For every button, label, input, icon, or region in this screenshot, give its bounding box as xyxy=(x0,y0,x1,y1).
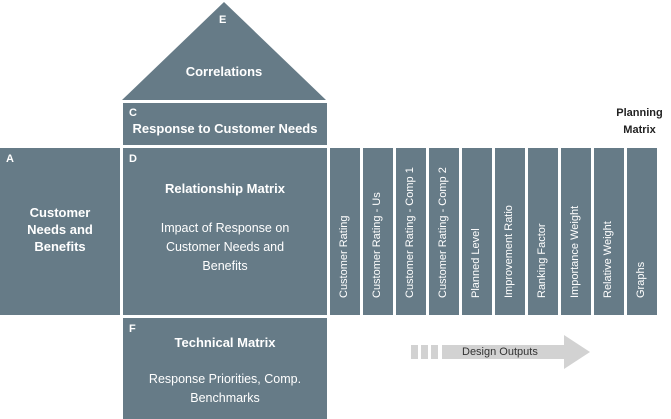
planning-column-label: Ranking Factor xyxy=(536,223,548,298)
planning-column-comp-2: Customer Rating - Comp 2 xyxy=(429,148,459,315)
design-outputs-arrow xyxy=(442,335,590,369)
output-arrow-dash xyxy=(421,345,428,359)
design-outputs-label: Design Outputs xyxy=(462,346,538,358)
planning-column-customer-rating-us: Customer Rating - Us xyxy=(363,148,393,315)
planning-column-label: Importance Weight xyxy=(569,205,581,298)
planning-column-ranking-factor: Ranking Factor xyxy=(528,148,558,315)
planning-column-planned-level: Planned Level xyxy=(462,148,492,315)
technical-letter: F xyxy=(129,323,136,335)
needs-title-line3: Benefits xyxy=(34,239,86,254)
roof-title: Correlations xyxy=(185,64,263,79)
planning-column-label: Graphs xyxy=(635,261,647,298)
planning-column-graphs: Graphs xyxy=(627,148,657,315)
planning-column-label: Improvement Ratio xyxy=(503,205,515,298)
response-title: Response to Customer Needs xyxy=(132,121,318,136)
planning-column-label: Customer Rating - Us xyxy=(371,192,383,298)
relationship-body-line2: Customer Needs and xyxy=(165,240,285,254)
planning-column-customer-rating: Customer Rating xyxy=(330,148,360,315)
planning-column-improvement-ratio: Improvement Ratio xyxy=(495,148,525,315)
response-panel: C Response to Customer Needs xyxy=(123,103,327,145)
needs-letter: A xyxy=(6,153,14,165)
technical-matrix-panel: F Technical Matrix Response Priorities, … xyxy=(123,318,327,419)
customer-needs-panel: A Customer Needs and Benefits xyxy=(0,148,120,315)
planning-label-line2: Matrix xyxy=(623,124,656,136)
planning-column-label: Planned Level xyxy=(470,228,482,298)
relationship-title: Relationship Matrix xyxy=(165,181,285,196)
planning-matrix-label: Planning Matrix xyxy=(612,105,667,139)
planning-column-label: Relative Weight xyxy=(602,221,614,298)
planning-column-label: Customer Rating xyxy=(338,215,350,298)
relationship-body-line3: Benefits xyxy=(202,259,248,273)
planning-label-line1: Planning xyxy=(616,107,663,119)
needs-title-line2: Needs and xyxy=(27,222,93,237)
output-arrow-dash xyxy=(431,345,438,359)
planning-column-comp-1: Customer Rating - Comp 1 xyxy=(396,148,426,315)
technical-title: Technical Matrix xyxy=(174,335,276,350)
technical-body-line2: Benchmarks xyxy=(190,391,260,405)
planning-column-importance-weight: Importance Weight xyxy=(561,148,591,315)
roof-letter: E xyxy=(219,14,227,26)
relationship-body-line1: Impact of Response on xyxy=(160,221,290,235)
correlations-roof xyxy=(122,2,326,100)
planning-column-label: Customer Rating - Comp 1 xyxy=(404,167,416,298)
technical-body-line1: Response Priorities, Comp. xyxy=(148,372,302,386)
needs-title-line1: Customer xyxy=(29,205,91,220)
relationship-matrix-panel: D Relationship Matrix Impact of Response… xyxy=(123,148,327,315)
planning-column-label: Customer Rating - Comp 2 xyxy=(437,167,449,298)
output-arrow-dash xyxy=(411,345,418,359)
planning-column-relative-weight: Relative Weight xyxy=(594,148,624,315)
relationship-letter: D xyxy=(129,153,137,165)
response-letter: C xyxy=(129,107,137,119)
